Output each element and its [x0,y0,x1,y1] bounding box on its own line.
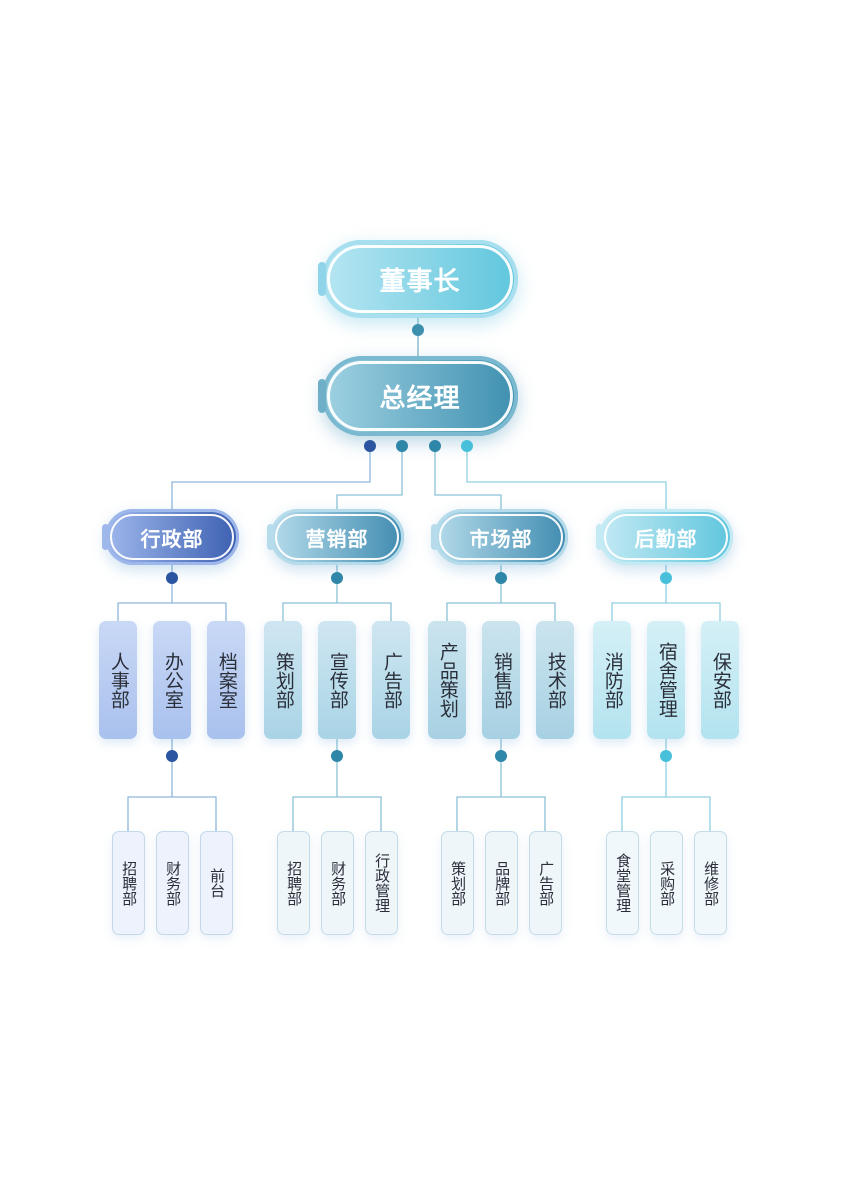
connector-gm-dept-3 [466,446,667,509]
child-unit-box[interactable]: 维修部 [694,831,727,935]
general-manager-label: 总经理 [379,383,461,414]
sub-dot-1 [331,750,343,762]
connector-gm-dept-1 [336,446,403,509]
connector-gm-dept-0 [171,446,371,509]
department-label: 后勤部 [634,526,698,551]
child-unit-box[interactable]: 策划部 [441,831,474,935]
child-unit-box[interactable]: 广告部 [529,831,562,935]
department-node-cap-0 [102,524,109,550]
department-node-cap-2 [431,524,438,550]
chairman-node-cap [318,262,326,296]
child-unit-box[interactable]: 招聘部 [277,831,310,935]
sub-department-box[interactable]: 策划部 [264,621,302,739]
dept-dot-3 [660,572,672,584]
chairman-node[interactable]: 董事长 [318,240,518,318]
sub-department-box[interactable]: 宿舍管理 [647,621,685,739]
chairman-label: 董事长 [379,266,461,297]
sub-department-box[interactable]: 人事部 [99,621,137,739]
gm-dept-dot-1 [396,440,408,452]
child-unit-box[interactable]: 采购部 [650,831,683,935]
sub-department-box[interactable]: 保安部 [701,621,739,739]
connector-dept-branch-0 [117,602,227,621]
connector-sub-branch-3 [621,796,711,831]
department-node-3[interactable]: 后勤部 [596,509,733,565]
sub-department-box[interactable]: 宣传部 [318,621,356,739]
department-node-2[interactable]: 市场部 [431,509,568,565]
child-unit-box[interactable]: 品牌部 [485,831,518,935]
child-unit-box[interactable]: 招聘部 [112,831,145,935]
department-node-cap-3 [596,524,603,550]
child-unit-box[interactable]: 财务部 [321,831,354,935]
connector-sub-branch-1 [292,796,382,831]
department-label: 营销部 [305,526,369,551]
department-node-1[interactable]: 营销部 [267,509,404,565]
dept-dot-2 [495,572,507,584]
child-unit-box[interactable]: 行政管理 [365,831,398,935]
sub-dot-0 [166,750,178,762]
general-manager-node-cap [318,379,326,413]
sub-department-box[interactable]: 产品策划 [428,621,466,739]
sub-dot-2 [495,750,507,762]
sub-department-box[interactable]: 广告部 [372,621,410,739]
gm-dept-dot-0 [364,440,376,452]
connector-sub-branch-2 [456,796,546,831]
sub-department-box[interactable]: 档案室 [207,621,245,739]
sub-department-box[interactable]: 销售部 [482,621,520,739]
department-node-0[interactable]: 行政部 [102,509,239,565]
child-unit-box[interactable]: 财务部 [156,831,189,935]
connector-sub-branch-0 [127,796,217,831]
connector-dept-branch-1 [282,602,392,621]
sub-department-box[interactable]: 办公室 [153,621,191,739]
sub-department-box[interactable]: 消防部 [593,621,631,739]
general-manager-node[interactable]: 总经理 [318,356,518,436]
child-unit-box[interactable]: 食堂管理 [606,831,639,935]
connector-dept-branch-2 [446,602,556,621]
department-node-cap-1 [267,524,274,550]
department-label: 行政部 [140,526,204,551]
connector-gm-dept-2 [434,446,502,509]
sub-dot-3 [660,750,672,762]
sub-department-box[interactable]: 技术部 [536,621,574,739]
chairman-gm-dot [412,324,424,336]
gm-dept-dot-3 [461,440,473,452]
gm-dept-dot-2 [429,440,441,452]
dept-dot-0 [166,572,178,584]
dept-dot-1 [331,572,343,584]
connector-dept-branch-3 [611,602,721,621]
child-unit-box[interactable]: 前台 [200,831,233,935]
department-label: 市场部 [469,526,533,551]
